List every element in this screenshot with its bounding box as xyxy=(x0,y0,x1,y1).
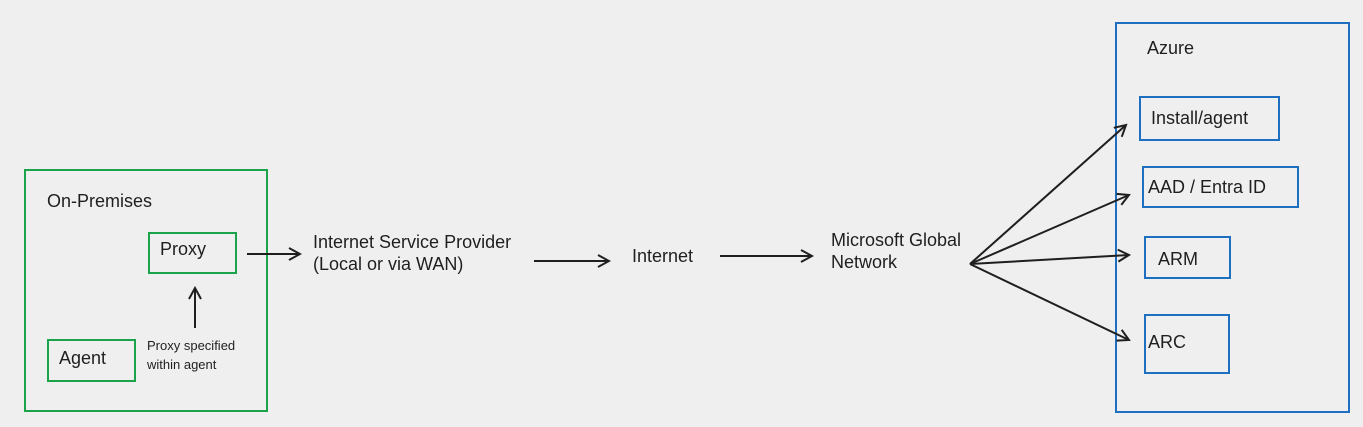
agent-node xyxy=(47,339,136,382)
endpoint-install-agent xyxy=(1139,96,1280,141)
on-premises-title: On-Premises xyxy=(47,191,153,211)
endpoint-arc-label: ARC xyxy=(1148,332,1187,352)
endpoint-arm xyxy=(1144,236,1231,279)
azure-group xyxy=(1115,22,1350,413)
proxy-node xyxy=(148,232,237,274)
arrow-msft-to-arm xyxy=(969,255,1129,265)
microsoft-global-network-label: Microsoft Global Network xyxy=(831,230,962,272)
azure-title: Azure xyxy=(1147,38,1195,58)
isp-label: Internet Service Provider (Local or via … xyxy=(313,232,512,274)
endpoint-aad-entra-id-label: AAD / Entra ID xyxy=(1148,177,1267,197)
proxy-note: Proxy specified within agent xyxy=(147,338,236,372)
arrow-msft-to-arc xyxy=(969,263,1129,340)
internet-label: Internet xyxy=(632,246,694,266)
arrow-msft-to-install-agent xyxy=(969,125,1126,265)
proxy-label: Proxy xyxy=(160,239,207,259)
agent-label: Agent xyxy=(59,348,107,368)
endpoint-arc xyxy=(1144,314,1230,374)
arrow-msft-to-aad xyxy=(969,195,1129,265)
endpoint-arm-label: ARM xyxy=(1158,249,1198,269)
endpoint-aad-entra-id xyxy=(1142,166,1299,208)
on-premises-group xyxy=(24,169,268,412)
endpoint-install-agent-label: Install/agent xyxy=(1151,108,1249,128)
